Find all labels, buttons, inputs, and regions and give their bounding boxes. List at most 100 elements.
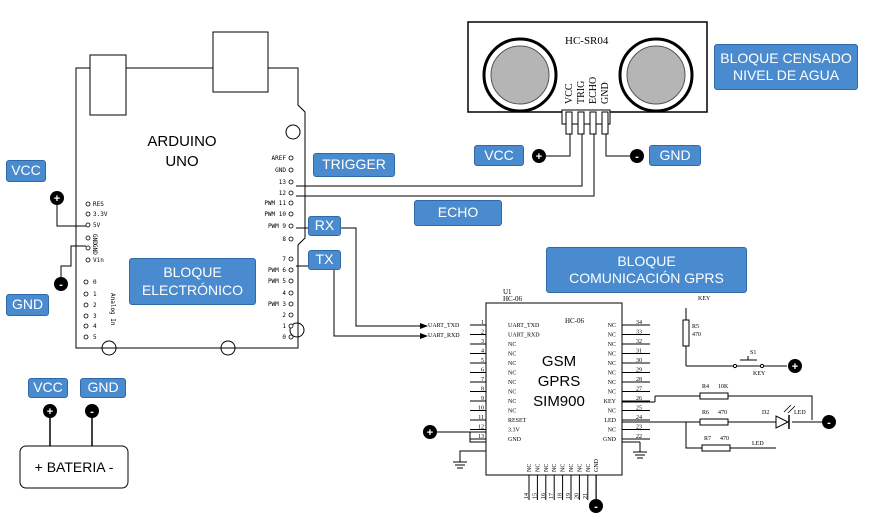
- arduino-pin-label: PWM 11: [264, 200, 286, 207]
- gsm-pin-number: 10: [478, 406, 484, 412]
- arduino-pin-hole: [288, 256, 294, 262]
- gsm-pin-name: NC: [508, 409, 516, 415]
- gsm-pin-name: UART_TXD: [508, 323, 540, 329]
- plus-symbol-switch: +: [788, 359, 802, 373]
- gsm-ref-sub: HC-06: [503, 295, 523, 303]
- plus-glyph: +: [54, 193, 60, 205]
- gsm-pin-number: 28: [636, 377, 642, 383]
- arduino-pin-hole: [83, 291, 89, 297]
- r7-value: 470: [720, 436, 729, 442]
- gsm-pin-number: 9: [481, 396, 484, 402]
- gsm-bottom-pin-number: 18: [558, 493, 564, 499]
- gsm-pin-name: NC: [608, 390, 616, 396]
- plus-glyph: +: [47, 406, 53, 418]
- arduino-analog-pin-label: 3: [93, 313, 97, 320]
- arduino-pin-label: AREF: [272, 155, 287, 162]
- sensor-pin-label: GND: [600, 82, 611, 104]
- r4-value: 10K: [718, 384, 729, 390]
- arduino-pin-label: 1: [282, 323, 286, 330]
- plus-symbol-battery: +: [43, 404, 57, 418]
- gsm-chip-title: HC-06: [565, 317, 585, 325]
- gsm-pin-name: NC: [508, 371, 516, 377]
- gsm-pin-name: GND: [603, 437, 617, 443]
- gsm-pin-number: 1: [481, 320, 484, 326]
- arduino-pin-hole: [288, 301, 294, 307]
- gsm-bottom-pin-name: GND: [594, 458, 600, 472]
- plus-glyph: +: [427, 427, 433, 439]
- arduino-pin-hole: [288, 278, 294, 284]
- gsm-bottom-pin-name: NC: [535, 464, 541, 472]
- r7-net-label: LED: [752, 441, 764, 447]
- gsm-power-wires: [436, 431, 486, 469]
- sensor-model: HC-SR04: [565, 35, 609, 47]
- gsm-bottom-pin-number: 16: [541, 493, 547, 499]
- r6-label: R6: [702, 410, 709, 416]
- arduino-pin-hole: [288, 323, 294, 329]
- arduino-pin-hole: [288, 290, 294, 296]
- gsm-bottom-pin-name: NC: [552, 464, 558, 472]
- gsm-pin-number: 34: [636, 320, 642, 326]
- plus-glyph: +: [792, 361, 798, 373]
- gsm-pin-number: 24: [636, 415, 642, 421]
- gsm-pin-name: LED: [604, 418, 616, 424]
- arduino-pin-hole: [288, 211, 294, 217]
- arduino-pin-hole: [288, 155, 294, 161]
- arduino-pin-label: PWM 3: [268, 301, 286, 308]
- arduino-pin-label: GND: [91, 234, 98, 245]
- arduino-pin-label: PWM 9: [268, 223, 286, 230]
- label-echo: ECHO: [414, 200, 502, 226]
- minus-symbol-arduino-gnd: -: [54, 277, 68, 291]
- gsm-pin-number: 12: [478, 425, 484, 431]
- minus-glyph: -: [594, 501, 598, 513]
- gsm-bottom-pin-name: NC: [561, 464, 567, 472]
- arduino-board: [75, 31, 306, 356]
- arduino-pin-label: RES: [93, 201, 104, 208]
- gsm-pin-name: RESET: [508, 418, 527, 424]
- gsm-pin-number: 31: [636, 349, 642, 355]
- gsm-pin-name: NC: [608, 380, 616, 386]
- label-gnd-top: GND: [649, 145, 701, 166]
- plus-symbol-gsm-3v3: +: [423, 425, 437, 439]
- block-sensor-line1: BLOQUE CENSADO: [720, 49, 852, 66]
- label-gnd-battery: GND: [80, 378, 126, 398]
- arduino-pin-hole: [85, 235, 91, 241]
- arduino-pin-hole: [288, 267, 294, 273]
- sensor-wires: [296, 134, 636, 197]
- label-gnd-left: GND: [6, 294, 49, 316]
- arduino-pin-hole: [288, 223, 294, 229]
- sensor-pin-label: ECHO: [588, 77, 599, 104]
- arduino-pin-hole: [85, 201, 91, 207]
- peripheral-circuit: [622, 308, 822, 459]
- gsm-pin-number: 8: [481, 387, 484, 393]
- gsm-bottom-pin-name: NC: [544, 464, 550, 472]
- minus-symbol-battery: -: [85, 404, 99, 418]
- uart-rxd-ext-label: UART_RXD: [428, 333, 460, 339]
- arduino-analog-pin-label: 1: [93, 291, 97, 298]
- gsm-pin-number: 3: [481, 339, 484, 345]
- label-trigger: TRIGGER: [313, 153, 395, 177]
- arduino-analog-label: Analog In: [109, 293, 116, 326]
- gsm-pin-number: 27: [636, 387, 642, 393]
- gsm-pin-number: 26: [636, 396, 642, 402]
- uart-arrows: [420, 323, 428, 339]
- arduino-pin-hole: [85, 222, 91, 228]
- gsm-pin-number: 25: [636, 406, 642, 412]
- arduino-analog-pin-label: 0: [93, 279, 97, 286]
- gsm-name-line2: GPRS: [538, 373, 581, 390]
- plus-glyph: +: [536, 151, 542, 163]
- block-electronic-line1: BLOQUE: [163, 264, 222, 280]
- switch-s1: [732, 363, 765, 369]
- gsm-pin-name: NC: [608, 342, 616, 348]
- arduino-analog-pin-label: 4: [93, 323, 97, 330]
- arduino-name-line2: UNO: [165, 153, 198, 170]
- arduino-pin-label: 3.3V: [93, 211, 108, 218]
- gsm-pin-number: 29: [636, 368, 642, 374]
- arduino-pin-hole: [288, 190, 294, 196]
- gsm-pin-name: NC: [508, 342, 516, 348]
- gsm-pin-number: 22: [636, 434, 642, 440]
- gsm-pin-name: NC: [508, 380, 516, 386]
- gsm-pin-name: NC: [608, 361, 616, 367]
- gsm-ref: U1: [503, 288, 512, 296]
- uart-wires: [296, 227, 420, 337]
